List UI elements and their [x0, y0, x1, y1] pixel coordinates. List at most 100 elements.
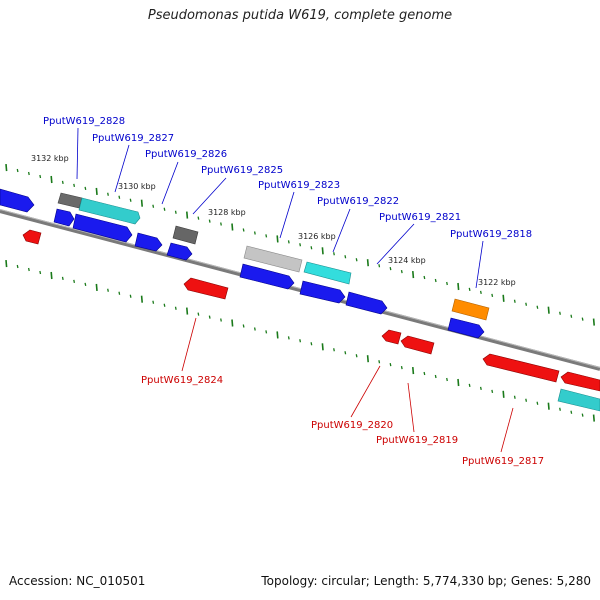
minor-tick: [265, 234, 268, 238]
gene-label-2825: PputW619_2825: [201, 165, 283, 176]
leader-2827: [114, 144, 130, 193]
accession-text: Accession: NC_010501: [9, 574, 146, 588]
minor-tick: [220, 222, 222, 226]
gene-2817[interactable]: [482, 353, 560, 383]
minor-tick: [220, 318, 222, 322]
gene-blue-2[interactable]: [72, 213, 133, 243]
major-tick: [276, 235, 279, 243]
leader-2819: [407, 382, 415, 433]
gene-2821[interactable]: [299, 280, 346, 304]
gene-blue-7[interactable]: [345, 291, 388, 315]
gene-label-2821: PputW619_2821: [379, 212, 461, 223]
minor-tick: [61, 180, 64, 185]
gene-2825[interactable]: [172, 225, 199, 245]
minor-tick: [16, 168, 19, 173]
minor-tick: [129, 198, 132, 202]
minor-tick: [446, 281, 448, 286]
minor-tick: [84, 186, 87, 191]
scale-label-3130: 3130 kbp: [118, 182, 156, 191]
minor-tick: [333, 348, 335, 352]
gene-2826[interactable]: [134, 232, 163, 252]
major-tick: [547, 306, 550, 314]
gene-2823[interactable]: [243, 245, 303, 273]
gene-label-2822: PputW619_2822: [317, 196, 399, 207]
minor-tick: [434, 278, 437, 283]
minor-tick: [152, 204, 155, 208]
major-tick: [95, 283, 98, 291]
major-tick: [457, 282, 460, 291]
minor-tick: [400, 269, 403, 274]
gene-blue-1[interactable]: [53, 208, 75, 227]
minor-tick: [446, 377, 448, 382]
major-tick: [186, 211, 189, 219]
minor-tick: [163, 303, 166, 307]
major-tick: [95, 187, 98, 195]
minor-tick: [559, 407, 561, 411]
minor-tick: [287, 336, 290, 340]
major-tick: [50, 175, 53, 184]
minor-tick: [197, 312, 200, 316]
major-tick: [231, 319, 234, 327]
minor-tick: [27, 267, 30, 272]
leader-2822: [332, 208, 351, 253]
minor-tick: [16, 264, 19, 269]
minor-tick: [525, 302, 528, 306]
genome-summary-text: Topology: circular; Length: 5,774,330 bp…: [261, 574, 591, 588]
minor-tick: [253, 231, 256, 235]
gene-left-edge-blue[interactable]: [0, 188, 35, 213]
minor-tick: [378, 360, 381, 364]
minor-tick: [39, 174, 42, 179]
gene-blue-8[interactable]: [447, 317, 485, 339]
major-tick: [457, 378, 460, 387]
gene-red-left[interactable]: [22, 229, 42, 245]
minor-tick: [208, 315, 211, 319]
gene-labels: PputW619_2828 PputW619_2827 PputW619_282…: [43, 116, 544, 467]
major-tick: [366, 259, 369, 267]
leader-2828: [76, 127, 79, 180]
minor-tick: [355, 258, 358, 262]
gene-blue-4[interactable]: [166, 242, 193, 261]
minor-tick: [197, 216, 200, 220]
gene-right-edge-cyan[interactable]: [557, 388, 600, 412]
minor-tick: [423, 275, 426, 280]
major-tick: [186, 307, 189, 315]
minor-tick: [536, 401, 539, 405]
minor-tick: [389, 362, 392, 367]
genome-backbone: [0, 209, 600, 371]
gene-red-right-edge[interactable]: [560, 371, 600, 392]
gene-2822[interactable]: [303, 261, 352, 285]
gene-2819[interactable]: [400, 335, 435, 355]
gene-2820[interactable]: [381, 329, 402, 345]
minor-tick: [344, 351, 347, 355]
gene-2827[interactable]: [78, 197, 141, 225]
gene-label-2824: PputW619_2824: [141, 375, 223, 386]
minor-tick: [389, 266, 392, 271]
minor-tick: [581, 413, 584, 417]
leader-2823: [279, 191, 295, 239]
gene-blue-5[interactable]: [239, 263, 295, 290]
gene-2818[interactable]: [451, 298, 490, 321]
minor-tick: [513, 299, 516, 303]
minor-tick: [333, 252, 335, 256]
minor-tick: [129, 294, 132, 298]
minor-tick: [287, 240, 290, 244]
scale-label-3124: 3124 kbp: [388, 256, 426, 265]
gene-2828[interactable]: [57, 192, 83, 209]
scale-label-3132: 3132 kbp: [31, 154, 69, 163]
minor-tick: [570, 314, 573, 318]
minor-tick: [253, 327, 256, 331]
inner-tick-row: [5, 260, 595, 422]
genome-backbone-highlight: [0, 209, 600, 368]
major-tick: [366, 355, 369, 363]
leader-2826: [161, 161, 179, 205]
minor-tick: [152, 300, 155, 304]
minor-tick: [242, 324, 245, 328]
major-tick: [50, 271, 53, 280]
scale-labels: 3132 kbp 3130 kbp 3128 kbp 3126 kbp 3124…: [31, 154, 516, 287]
scale-label-3122: 3122 kbp: [478, 278, 516, 287]
gene-features: [0, 188, 600, 412]
minor-tick: [468, 287, 471, 292]
gene-2824[interactable]: [183, 277, 229, 300]
major-tick: [412, 367, 415, 375]
